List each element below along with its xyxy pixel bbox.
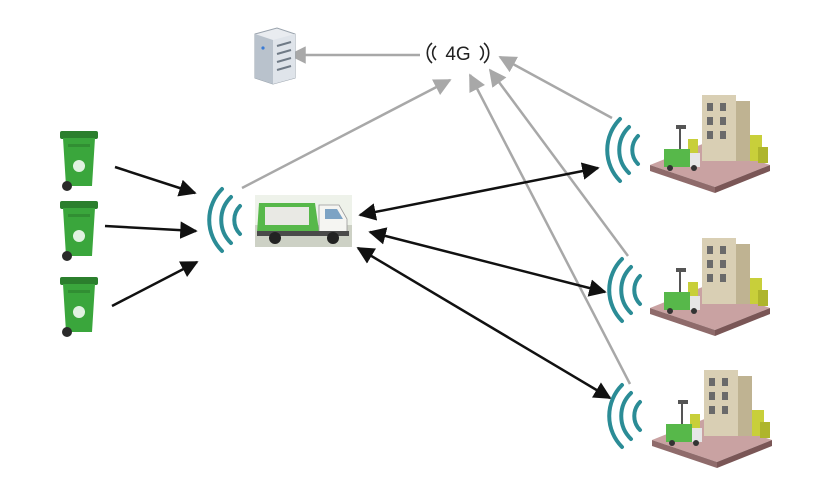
truck-wifi-icon — [207, 187, 242, 253]
transfer-station-icon — [649, 94, 771, 194]
transfer-station-icon — [651, 369, 773, 469]
bin-1-to-truck-arrow — [114, 165, 197, 197]
bin-2-to-truck-arrow — [104, 221, 198, 239]
transfer-station-icon — [649, 237, 771, 337]
trash-bin-icon — [60, 277, 98, 337]
station-3-wifi-icon — [607, 383, 642, 449]
truck-station-3-arrow — [356, 246, 612, 400]
station-3-uplink-arrow — [468, 73, 632, 385]
4g-signal-icon: 4G — [426, 38, 490, 68]
station-1-uplink-arrow — [498, 55, 613, 120]
server-icon — [254, 27, 296, 85]
truck-uplink-arrow — [241, 78, 452, 190]
data-links — [104, 162, 612, 400]
network-label: 4G — [445, 44, 470, 65]
garbage-truck-icon — [255, 195, 352, 247]
trash-bin-icon — [60, 201, 98, 261]
station-1-wifi-icon — [605, 117, 640, 183]
station-2-wifi-icon — [607, 257, 642, 323]
truck-station-1-arrow — [358, 162, 600, 221]
trash-bin-icon — [60, 131, 98, 191]
bin-3-to-truck-arrow — [111, 260, 199, 308]
truck-station-2-arrow — [368, 227, 607, 297]
